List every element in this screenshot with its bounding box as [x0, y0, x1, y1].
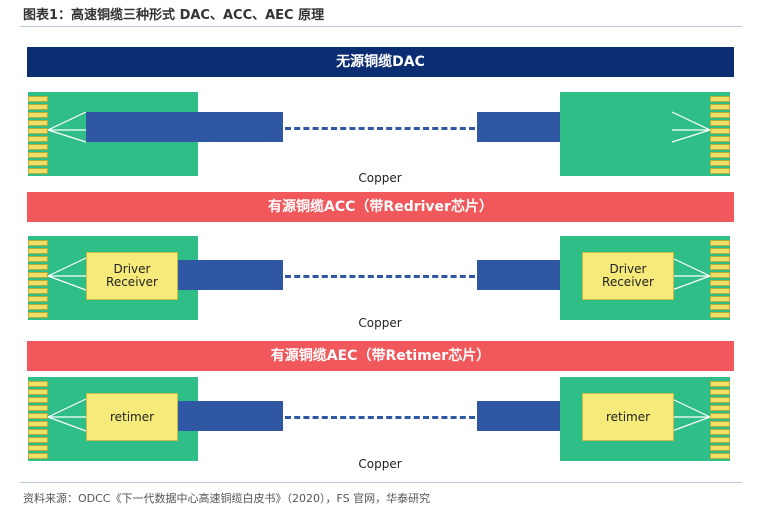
left-cable: [178, 260, 283, 290]
left-fan-lines: [47, 111, 87, 143]
cable-dashed-link: [285, 275, 475, 278]
dac-diagram: Copper: [0, 92, 761, 212]
cable-dashed-link: [285, 416, 475, 419]
right-connector-pins: [710, 96, 730, 176]
chip-label-receiver: Receiver: [602, 275, 654, 289]
chip-label-retimer: retimer: [109, 409, 155, 424]
chip-label-driver: Driver: [113, 262, 151, 276]
right-fan-lines: [671, 111, 711, 143]
right-connector-pins: [710, 381, 730, 461]
left-cable: [86, 112, 283, 142]
chip-label-receiver: Receiver: [106, 275, 158, 289]
title-rule: [20, 26, 742, 27]
right-fan-lines: [671, 257, 711, 291]
chip-label-driver: Driver: [609, 262, 647, 276]
driver-receiver-chip-right: Driver Receiver: [582, 252, 674, 300]
copper-label: Copper: [358, 316, 402, 330]
figure-title: 图表1：高速铜缆三种形式 DAC、ACC、AEC 原理: [23, 8, 325, 23]
left-connector-pins: [28, 240, 48, 320]
source-note: 资料来源：ODCC《下一代数据中心高速铜缆白皮书》（2020），FS 官网，华泰…: [23, 492, 431, 505]
retimer-chip-right: retimer: [582, 393, 674, 441]
left-fan-lines: [47, 257, 87, 291]
banner-dac: 无源铜缆DAC: [27, 47, 734, 77]
left-connector-pins: [28, 381, 48, 461]
banner-aec: 有源铜缆AEC（带Retimer芯片）: [27, 341, 734, 371]
cable-dashed-link: [285, 127, 475, 130]
acc-diagram: Driver Receiver Driver Receiver Copper: [0, 236, 761, 356]
left-cable: [178, 401, 283, 431]
copper-label: Copper: [358, 171, 402, 185]
aec-diagram: retimer retimer Copper: [0, 377, 761, 497]
left-connector-pins: [28, 96, 48, 176]
right-connector-pins: [710, 240, 730, 320]
right-fan-lines: [671, 398, 711, 432]
chip-label-retimer: retimer: [605, 409, 651, 424]
copper-label: Copper: [358, 457, 402, 471]
source-rule: [20, 482, 742, 483]
left-fan-lines: [47, 398, 87, 432]
right-board: [560, 377, 730, 461]
banner-acc: 有源铜缆ACC（带Redriver芯片）: [27, 192, 734, 222]
driver-receiver-chip-left: Driver Receiver: [86, 252, 178, 300]
retimer-chip-left: retimer: [86, 393, 178, 441]
right-board: [560, 92, 730, 176]
